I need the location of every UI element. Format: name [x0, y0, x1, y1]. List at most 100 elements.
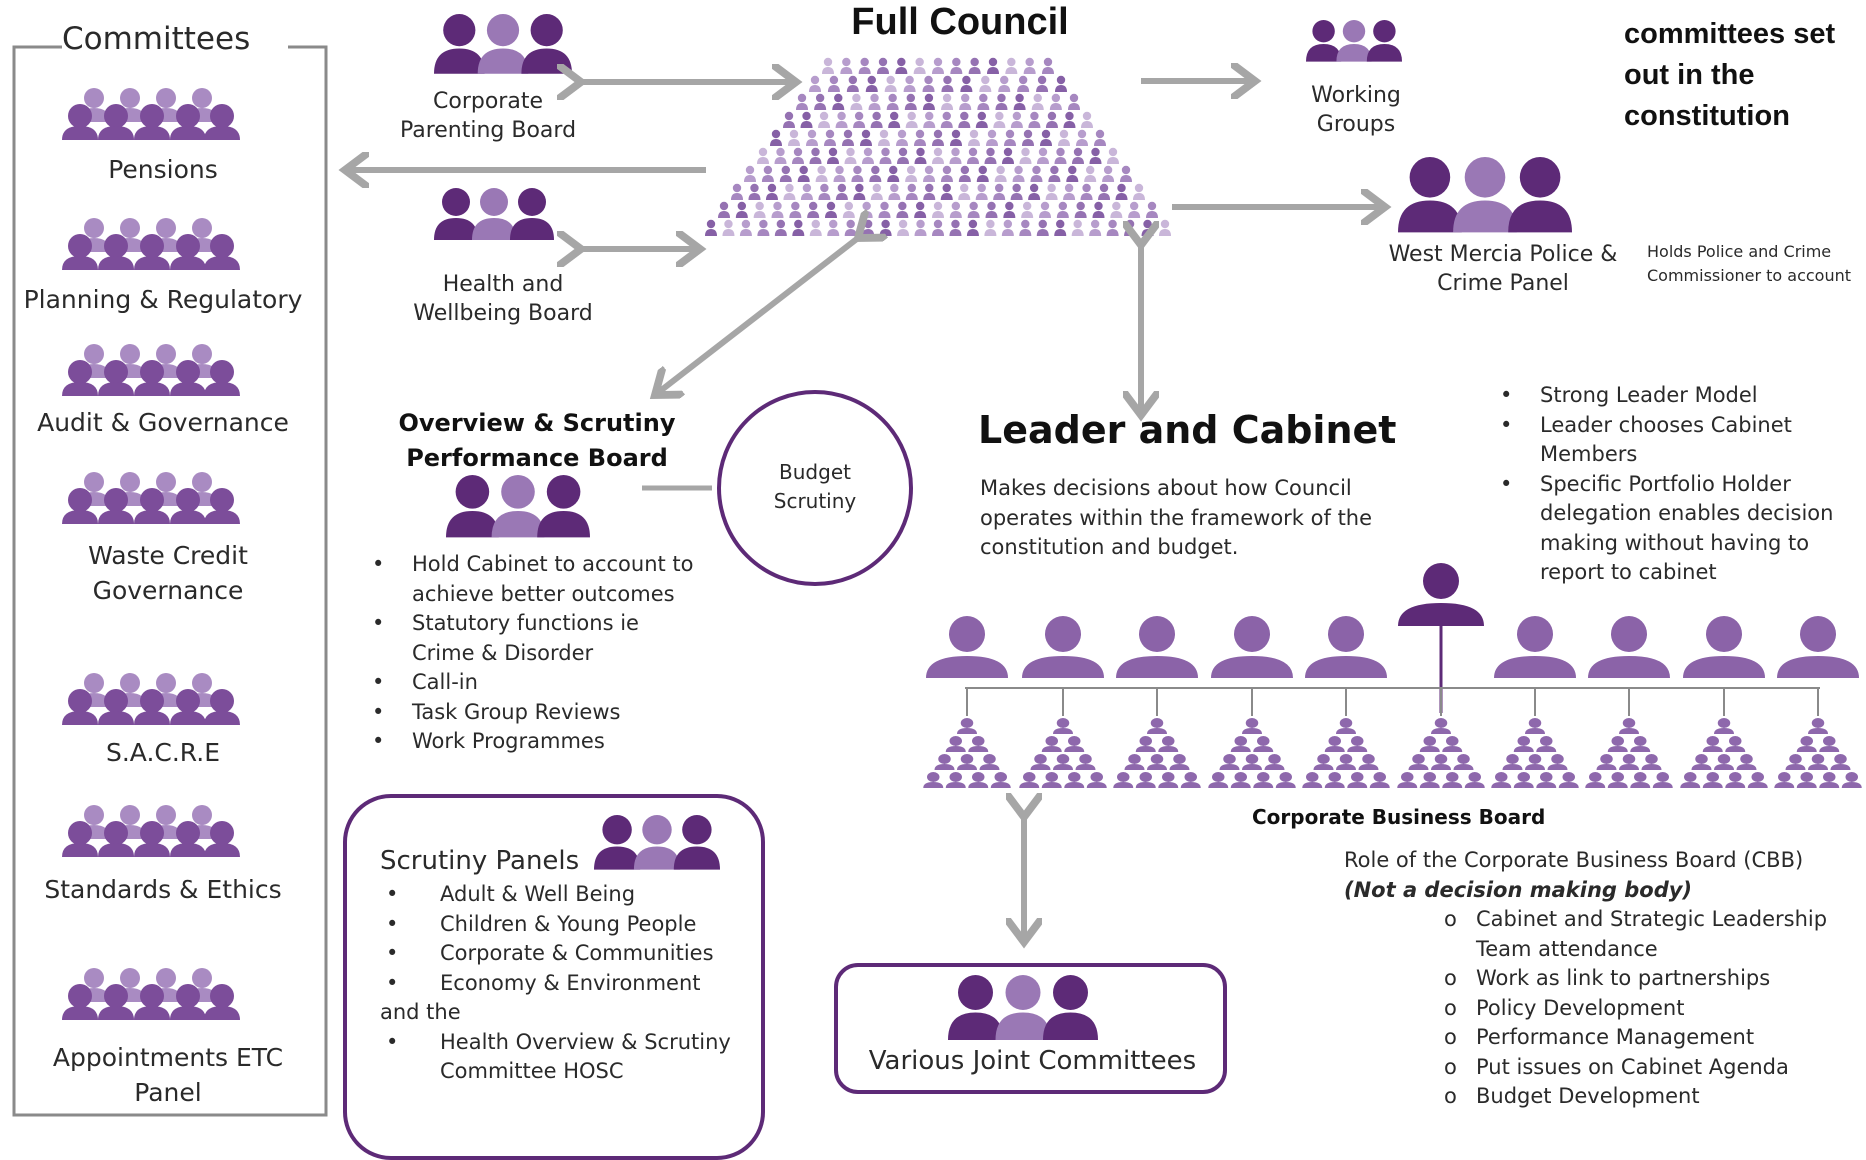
working-groups-label[interactable]: Working Groups: [1311, 83, 1401, 137]
council-member: [1066, 165, 1079, 182]
council-member: [922, 75, 935, 92]
cbb-items: Cabinet and Strategic Leadership Team at…: [1440, 905, 1840, 1112]
council-member: [897, 147, 909, 164]
council-member: [923, 183, 936, 200]
leader-icon: [1398, 563, 1484, 626]
cbb-title[interactable]: Corporate Business Board: [1252, 805, 1546, 829]
joint-committees-icon: [948, 975, 1098, 1040]
council-member: [842, 201, 855, 218]
council-member: [832, 93, 845, 110]
council-member: [932, 219, 944, 236]
council-member: [914, 201, 927, 218]
council-member: [1058, 129, 1070, 146]
council-member: [1071, 219, 1084, 236]
council-member: [870, 111, 883, 128]
council-member: [895, 57, 908, 74]
panel-item[interactable]: Adult & Well Being: [380, 880, 740, 910]
council-member: [897, 219, 910, 236]
panel-item[interactable]: Economy & Environment: [380, 969, 740, 999]
council-member: [1076, 129, 1088, 146]
council-member: [783, 183, 796, 200]
council-member: [779, 165, 792, 182]
council-member: [905, 111, 918, 128]
panel-item[interactable]: Children & Young People: [380, 910, 740, 940]
council-member: [1030, 165, 1043, 182]
committee-standards-ethics[interactable]: Standards & Ethics: [44, 875, 282, 904]
council-member: [940, 111, 953, 128]
team-icon: [1302, 718, 1390, 788]
overview-scrutiny-title[interactable]: Overview & Scrutiny Performance Board: [398, 409, 676, 472]
committee-sacre[interactable]: S.A.C.R.E: [105, 738, 221, 767]
council-member: [941, 75, 954, 92]
council-member: [833, 165, 846, 182]
council-member: [888, 111, 901, 128]
council-member: [809, 219, 822, 236]
committee-pensions[interactable]: Pensions: [108, 155, 218, 184]
overview-scrutiny-icon: [446, 475, 590, 538]
council-member: [844, 147, 857, 164]
budget-scrutiny-circle: [717, 390, 913, 586]
council-member: [1080, 183, 1093, 200]
council-member: [1081, 111, 1093, 128]
council-member: [1031, 93, 1044, 110]
council-member: [1063, 111, 1076, 128]
council-member: [809, 147, 822, 164]
lc-bullet: Strong Leader Model: [1494, 381, 1864, 411]
council-member: [869, 165, 882, 182]
cabinet-member-icon: [1116, 616, 1198, 678]
leader-cabinet-title[interactable]: Leader and Cabinet: [978, 408, 1397, 452]
scrutiny-panels-title[interactable]: Scrutiny Panels: [380, 846, 580, 876]
joint-committees-box: [834, 963, 1227, 1094]
joint-committees-label[interactable]: Various Joint Committees: [868, 1046, 1197, 1076]
committee-appointments-panel[interactable]: Appointments ETC Panel: [52, 1043, 284, 1107]
council-member: [792, 219, 805, 236]
council-member: [1039, 201, 1051, 218]
council-member: [979, 75, 992, 92]
council-member: [822, 57, 834, 74]
health-wellbeing-label[interactable]: Health and Wellbeing Board: [413, 272, 593, 326]
council-member: [886, 93, 899, 110]
council-member: [1036, 75, 1049, 92]
council-member: [941, 93, 954, 110]
lc-bullet: Specific Portfolio Holder delegation ena…: [1494, 470, 1864, 588]
council-member: [1023, 57, 1036, 74]
cbb-role: Role of the Corporate Business Board (CB…: [1344, 848, 1804, 872]
panel-item[interactable]: Health Overview & Scrutiny Committee HOS…: [380, 1028, 740, 1087]
council-member: [783, 111, 795, 128]
council-member: [870, 183, 883, 200]
council-member: [1022, 129, 1034, 146]
corporate-parenting-label[interactable]: Corporate Parenting Board: [399, 89, 577, 143]
council-member: [846, 75, 859, 92]
committee-planning-regulatory[interactable]: Planning & Regulatory: [23, 285, 303, 314]
scrutiny-panels-icon: [594, 815, 720, 870]
council-member: [1005, 57, 1018, 74]
committee-audit-governance[interactable]: Audit & Governance: [37, 408, 289, 437]
team-icon: [1113, 718, 1201, 788]
council-member: [731, 183, 743, 200]
police-panel-label[interactable]: West Mercia Police & Crime Panel: [1388, 242, 1618, 296]
council-member: [998, 75, 1011, 92]
council-member: [853, 183, 866, 200]
council-member: [827, 147, 839, 164]
committee-waste-credit-governance[interactable]: Waste Credit Governance: [88, 541, 248, 605]
council-member: [1002, 147, 1014, 164]
council-member: [932, 201, 944, 218]
council-member: [967, 147, 979, 164]
council-member: [1028, 111, 1041, 128]
council-member: [1045, 183, 1058, 200]
council-member: [1019, 219, 1032, 236]
council-member: [809, 75, 821, 92]
cbb-item: Policy Development: [1440, 994, 1840, 1024]
panel-item[interactable]: Corporate & Communities: [380, 939, 740, 969]
council-member: [922, 93, 935, 110]
council-member: [757, 219, 770, 236]
council-member: [878, 201, 891, 218]
council-member: [932, 57, 944, 74]
council-member: [1094, 129, 1106, 146]
council-member: [1074, 201, 1087, 218]
council-member: [1054, 219, 1067, 236]
committees-frame: [12, 45, 328, 1117]
corporate-parenting-icon: [434, 14, 572, 74]
budget-scrutiny-label[interactable]: Budget Scrutiny: [773, 460, 857, 513]
cabinet-member-icon: [1494, 616, 1576, 678]
